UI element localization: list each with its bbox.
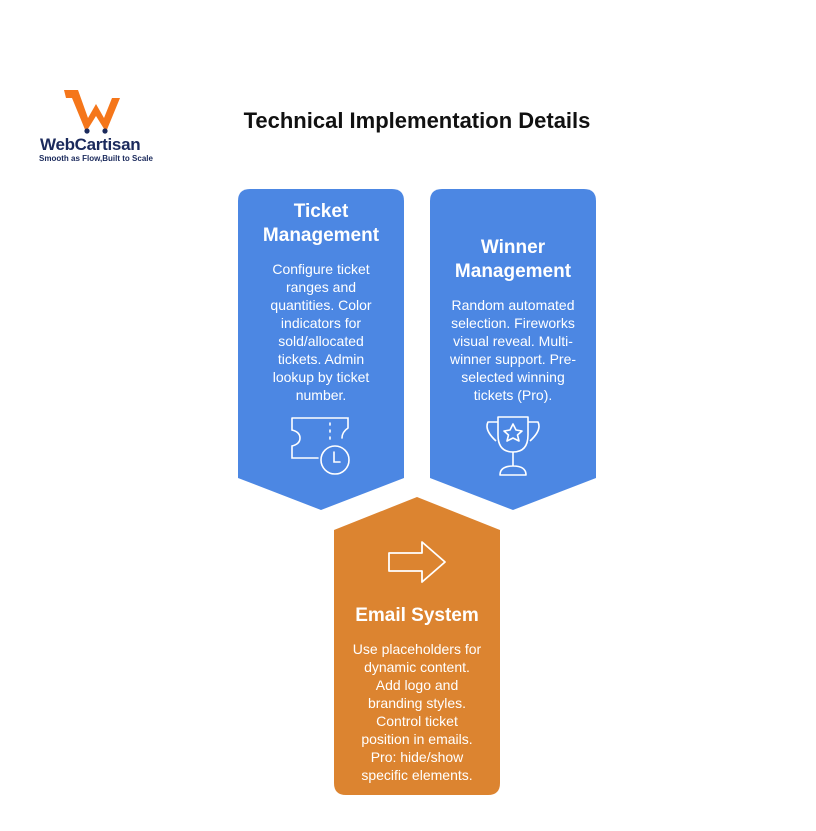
ticket-management-title: Ticket Management (262, 201, 380, 246)
arrow-right-icon (388, 541, 446, 583)
logo-tagline: Smooth as Flow,Built to Scale (39, 154, 153, 163)
logo-name: WebCartisan (40, 135, 141, 154)
ticket-management-body: Configure ticket ranges and quantities. … (270, 261, 372, 403)
email-system-title: Email System (355, 605, 479, 626)
ticket-clock-icon (291, 417, 350, 475)
logo-icon (64, 90, 120, 134)
page-title: Technical Implementation Details (243, 108, 591, 133)
ticket-management-card (238, 189, 404, 510)
trophy-star-icon (486, 416, 540, 476)
winner-management-title: Winner Management (454, 237, 572, 282)
winner-management-card (430, 189, 596, 510)
winner-management-body: Random automated selection. Fireworks vi… (449, 297, 577, 403)
email-system-body: Use placeholders for dynamic content. Ad… (352, 641, 482, 783)
email-system-card (334, 497, 500, 795)
